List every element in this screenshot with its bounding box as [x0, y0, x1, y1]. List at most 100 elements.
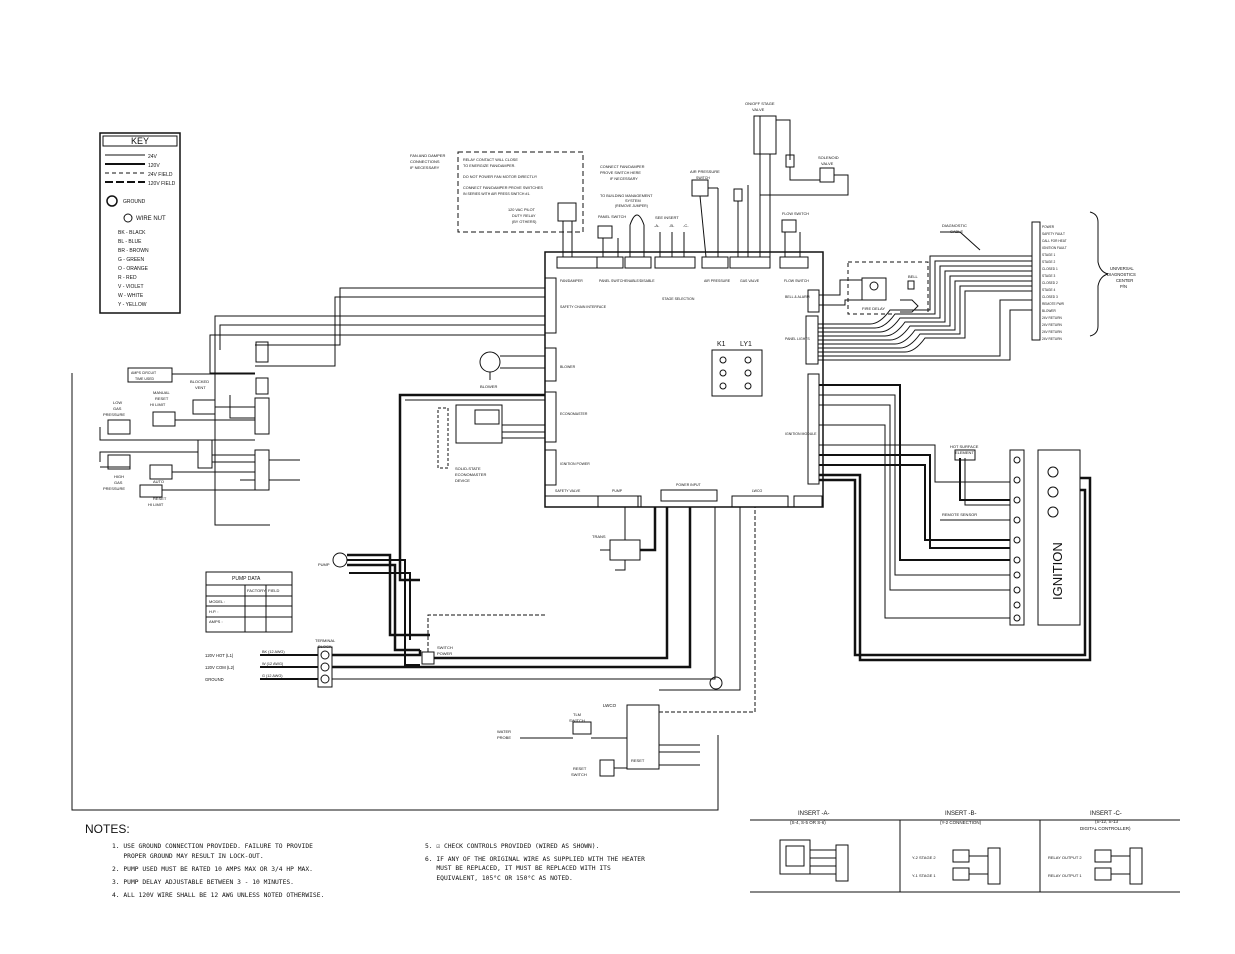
right-connectors — [805, 289, 820, 485]
top-connectors — [556, 256, 809, 269]
pump-data-title: PUMP DATA — [232, 576, 261, 582]
blocked-vent-1: VENT — [195, 385, 206, 390]
udc-term-6: CLOSED 1 — [1042, 267, 1058, 271]
reset-switch-1: SWITCH — [571, 772, 587, 777]
udc-1: DIAGNOSTICS — [1107, 272, 1136, 277]
conn-stage-selection: STAGE SELECTION — [662, 297, 695, 301]
insert-b-row-0: Y-2 STAGE 2 — [912, 855, 936, 860]
conn-lwco: LWCO — [752, 489, 763, 493]
udc-term-10: CLOSED 3 — [1042, 295, 1058, 299]
diag-cable-1: CABLE — [950, 229, 963, 234]
key-color-6: V - VIOLET — [118, 284, 144, 290]
conn-pump: PUMP — [612, 489, 623, 493]
pilot-relay-0: 120 VAC PILOT — [508, 208, 536, 212]
pump-data-row-hp: H.P. : — [209, 609, 219, 614]
air-pressure-1: SWITCH — [696, 176, 710, 180]
terminal-block-1: BLOCK — [318, 644, 332, 649]
lwco-label: LWCO — [603, 703, 617, 708]
key-line-24v: 24V — [148, 154, 158, 160]
note-left-2: 2. PUMP USED MUST BE RATED 10 AMPS MAX O… — [112, 866, 313, 873]
board-ly1: LY1 — [740, 341, 752, 348]
conn-safety-chain: SAFETY CHAIN INTERFACE — [560, 305, 607, 309]
note-right-2: MUST BE REPLACED, IT MUST BE REPLACED WI… — [425, 865, 611, 872]
note-left-0: 1. USE GROUND CONNECTION PROVIDED. FAILU… — [112, 843, 313, 850]
key-line-120v-field: 120V FIELD — [148, 181, 176, 187]
insert-c-title: INSERT -C- — [1090, 811, 1122, 817]
insert-c-sub2: DIGITAL CONTROLLER) — [1080, 826, 1131, 831]
blower-label: BLOWER — [480, 384, 497, 389]
notes-title: NOTES: — [85, 822, 130, 836]
note-left-4: 4. ALL 120V WIRE SHALL BE 12 AWG UNLESS … — [112, 892, 324, 899]
insert-c-row-1: RELAY OUTPUT 1 — [1048, 873, 1082, 878]
udc-0: UNIVERSAL — [1110, 266, 1134, 271]
solenoid-1: VALVE — [821, 161, 834, 166]
key-color-4: O - ORANGE — [118, 266, 149, 272]
insert-b-sub: (Y-2 CONNECTION) — [940, 820, 982, 825]
auto-reset-1: RESET — [153, 496, 167, 501]
prove-switch-0: CONNECT FAN/DAMPER — [600, 165, 645, 169]
udc-term-15: 24V RETURN — [1042, 330, 1063, 334]
conn-power-input: POWER INPUT — [676, 483, 702, 487]
bottom-connectors — [544, 489, 823, 508]
pump-data-row-model: MODEL : — [209, 599, 225, 604]
insert-b-title: INSERT -B- — [945, 811, 976, 817]
key-color-3: G - GREEN — [118, 257, 145, 263]
see-insert-label: SEE INSERT — [655, 215, 679, 220]
udc-terminal-labels: POWER SAFETY FAULT CALL FOR HEAT IGNITIO… — [1042, 225, 1067, 341]
relay-note-4: IN SERIES WITH AIR PRESS SWITCH #1. — [463, 192, 530, 196]
onoff-valve-1: VALVE — [752, 107, 765, 112]
solenoid-0: SOLENOID — [818, 155, 839, 160]
conn-panel-switch: PANEL SWITCH — [599, 279, 625, 283]
ignition-label: IGNITION — [1050, 542, 1065, 600]
udc-term-14: 24V RETURN — [1042, 323, 1063, 327]
udc-term-7: STAGE 3 — [1042, 274, 1055, 278]
economaster-0: SOLID-STATE — [455, 466, 481, 471]
flow-switch-label: FLOW SWITCH — [782, 212, 809, 216]
udc-term-4: STAGE 1 — [1042, 253, 1055, 257]
note-left-1: PROPER GROUND MAY RESULT IN LOCK-OUT. — [112, 853, 264, 860]
udc-term-3: IGNITION FAULT — [1042, 246, 1067, 250]
high-gas-1: GAS — [114, 480, 123, 485]
udc-term-13: 24V RETURN — [1042, 316, 1063, 320]
water-probe-0: WATER — [497, 729, 511, 734]
awg-bk: BK (12 AWG) — [262, 650, 285, 654]
insert-letter-b: -B- — [669, 223, 675, 228]
tlm-switch-1: SWITCH — [569, 718, 585, 723]
conn-bell-alarm: BELL & ALARM — [785, 295, 810, 299]
note-left-3: 3. PUMP DELAY ADJUSTABLE BETWEEN 3 - 10 … — [112, 879, 294, 886]
udc-term-1: SAFETY FAULT — [1042, 232, 1065, 236]
onoff-valve-0: ON/OFF STAGE — [745, 101, 775, 106]
power-ground: GROUND — [205, 677, 224, 682]
key-color-2: BR - BROWN — [118, 248, 149, 254]
pump-data-col-field: FIELD — [268, 588, 279, 593]
awg-w: W (12 AWG) — [262, 662, 284, 666]
udc-term-16: 24V RETURN — [1042, 337, 1063, 341]
reset-switch-0: RESET — [573, 766, 587, 771]
conn-ignition-module: IGNITION MODULE — [785, 432, 817, 436]
inserts-panel — [750, 819, 1180, 893]
low-gas-1: GAS — [113, 406, 122, 411]
left-connectors — [544, 277, 557, 486]
udc-2: CENTER — [1116, 278, 1133, 283]
key-color-5: R - RED — [118, 275, 137, 281]
tlm-switch-0: TLM — [573, 712, 581, 717]
trans-label: TRANS — [592, 534, 606, 539]
insert-c-sub: (S-12, S-13 — [1095, 819, 1119, 824]
key-color-1: BL - BLUE — [118, 239, 142, 245]
bms-1: SYSTEM — [625, 199, 641, 203]
water-probe-1: PROBE — [497, 735, 511, 740]
manual-reset-1: RESET — [155, 396, 169, 401]
manual-reset-0: MANUAL — [153, 390, 170, 395]
air-pressure-0: AIR PRESSURE — [690, 169, 720, 174]
udc-3: P/N — [1120, 284, 1127, 289]
hot-surface-1: ELEMENT — [955, 450, 974, 455]
fire-delay-label: FIRE DELAY — [862, 306, 885, 311]
board-k1: K1 — [717, 341, 726, 348]
key-color-7: W - WHITE — [118, 293, 144, 299]
fan-damper-label-2: IF NECESSARY — [410, 165, 440, 170]
key-line-24v-field: 24V FIELD — [148, 172, 173, 178]
auto-reset-2: HI LIMIT — [148, 502, 164, 507]
high-gas-2: PRESSURE — [103, 486, 125, 491]
udc-term-11: REMOTE PWR — [1042, 302, 1065, 306]
manual-reset-2: HI LIMIT — [150, 402, 166, 407]
